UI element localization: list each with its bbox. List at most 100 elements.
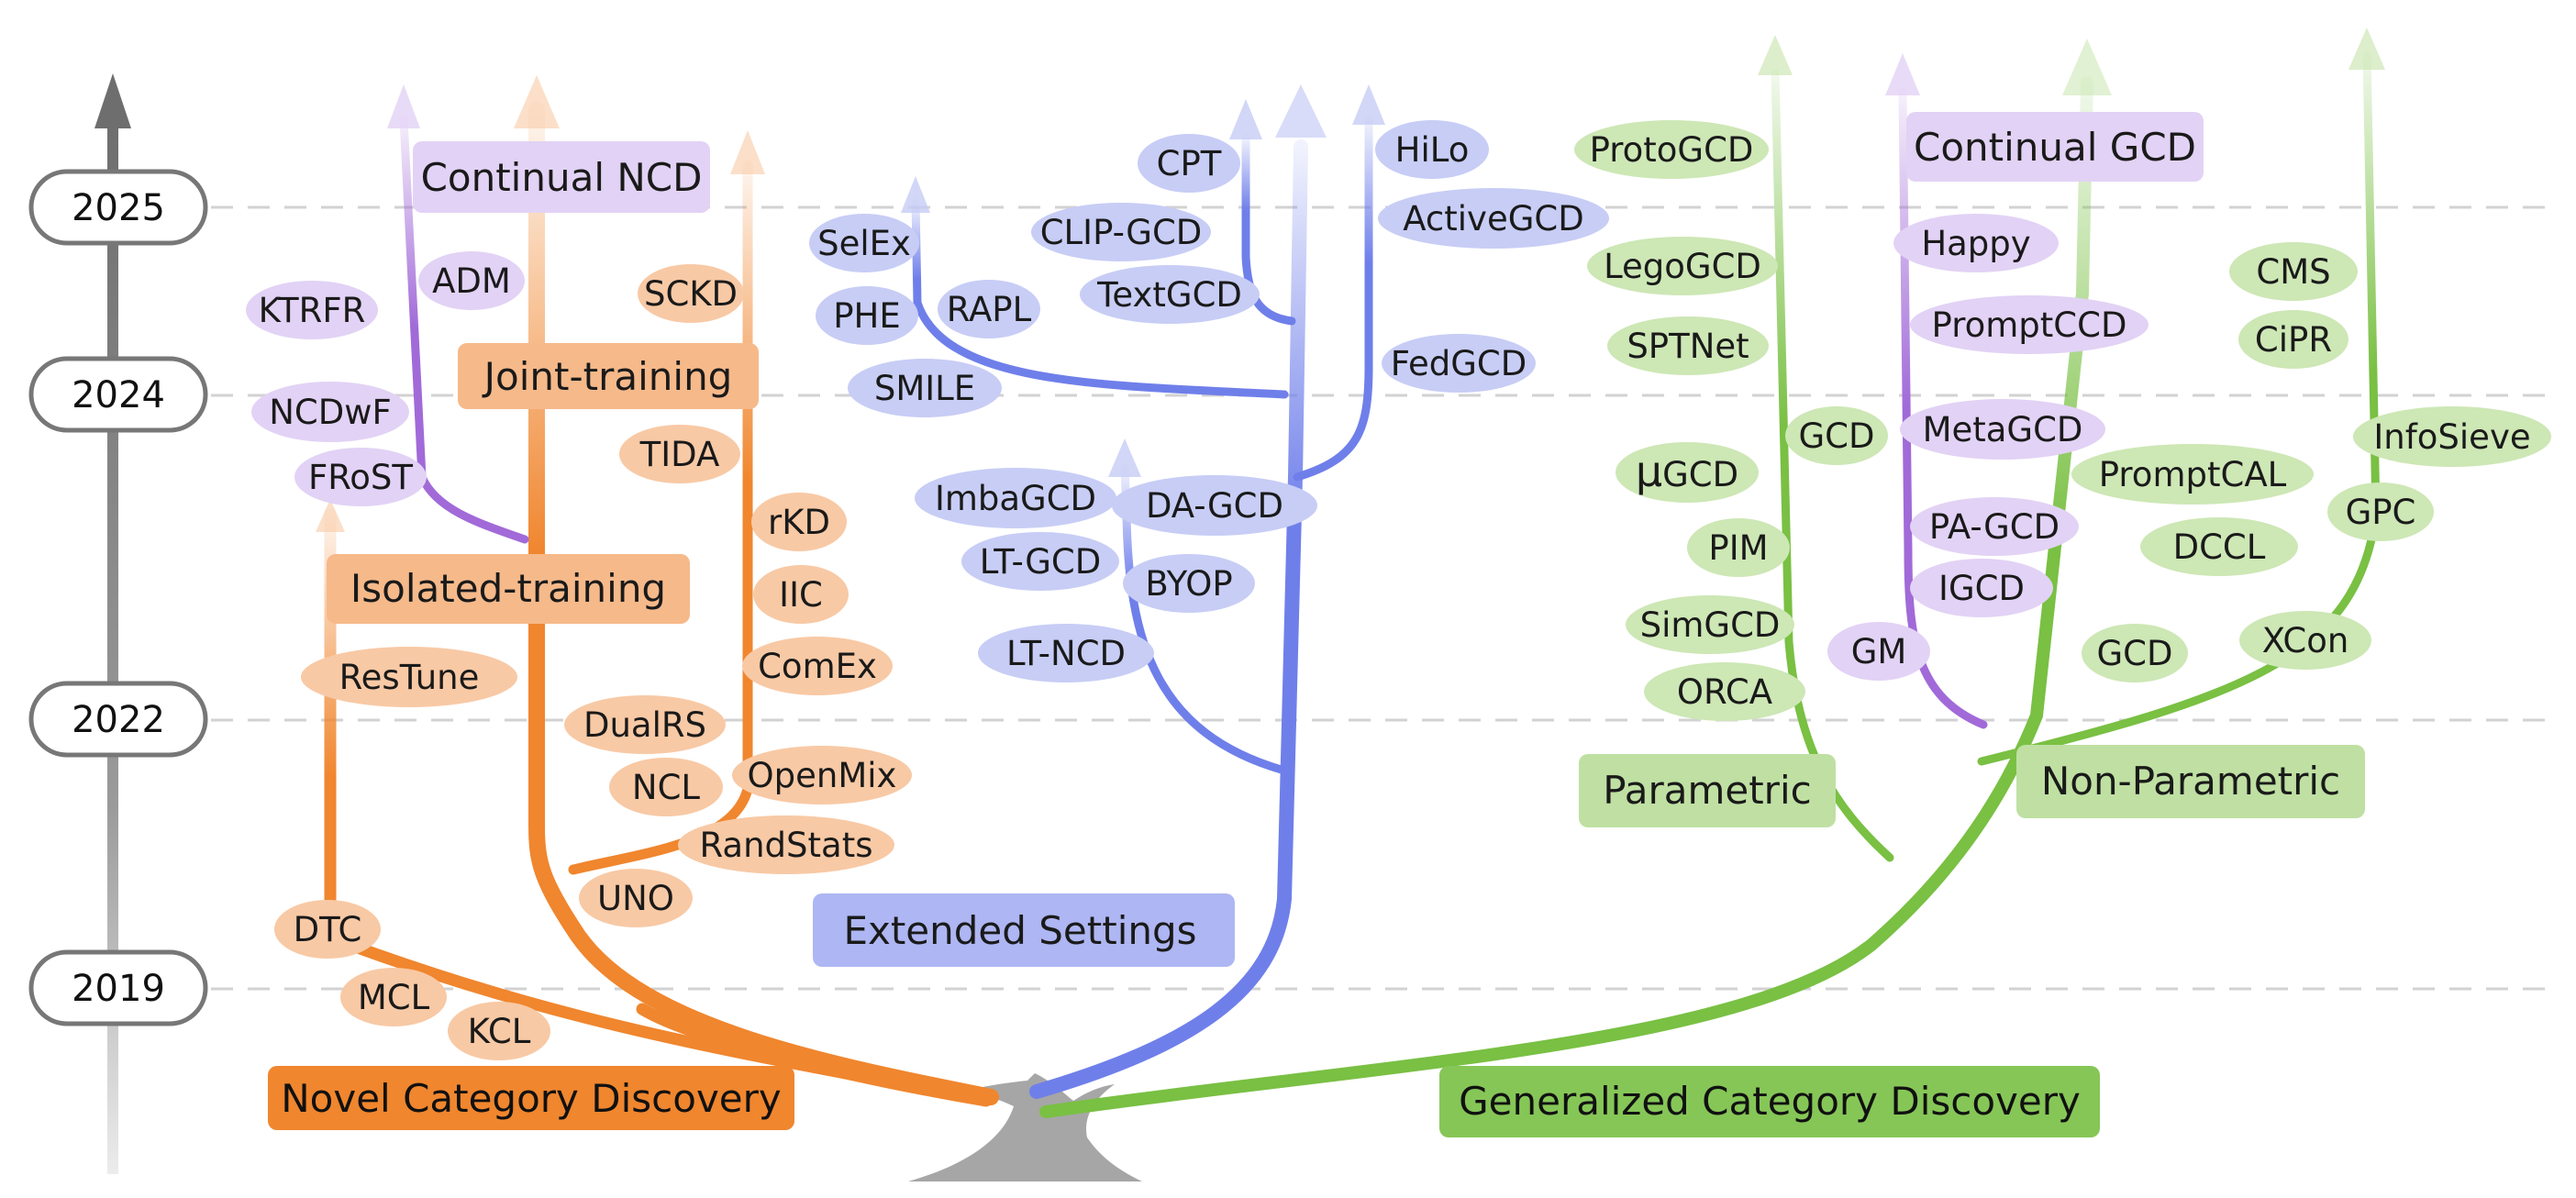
- year-badge-2024: 2024: [28, 356, 208, 433]
- non-parametric-label: Non-Parametric: [2016, 745, 2365, 818]
- arrowhead: [1108, 438, 1141, 477]
- svg-text:DualRS: DualRS: [583, 705, 706, 745]
- method-textgcd: TextGCD: [1080, 265, 1260, 324]
- svg-text:SCKD: SCKD: [644, 274, 738, 314]
- ncd-root-label: Novel Category Discovery: [268, 1066, 794, 1130]
- svg-text:ActiveGCD: ActiveGCD: [1403, 199, 1583, 238]
- method-dtc: DTC: [274, 900, 381, 959]
- svg-text:Parametric: Parametric: [1603, 768, 1811, 813]
- method-infosieve: InfoSieve: [2353, 406, 2551, 467]
- arrowhead: [730, 130, 765, 174]
- method-promptcal: PromptCAL: [2071, 444, 2314, 505]
- method-ltncd: LT-NCD: [978, 624, 1154, 682]
- parametric-label: Parametric: [1579, 754, 1836, 827]
- method-comex: ComEx: [742, 637, 893, 695]
- method-igcd: IGCD: [1910, 559, 2053, 617]
- svg-text:OpenMix: OpenMix: [748, 756, 897, 795]
- method-dualrs: DualRS: [564, 695, 726, 754]
- method-byop: BYOP: [1123, 554, 1255, 613]
- method-rapl: RAPL: [938, 280, 1040, 338]
- method-ltgcd: LT-GCD: [961, 532, 1119, 591]
- svg-text:HiLo: HiLo: [1395, 130, 1470, 170]
- svg-text:SelEx: SelEx: [817, 224, 911, 263]
- method-protogcd: ProtoGCD: [1574, 120, 1769, 179]
- method-adm: ADM: [418, 251, 525, 310]
- method-hilo: HiLo: [1375, 120, 1489, 179]
- svg-text:KCL: KCL: [468, 1012, 531, 1051]
- method-simgcd: SimGCD: [1626, 595, 1794, 654]
- method-sptnet: SPTNet: [1607, 316, 1769, 375]
- method-frost: FRoST: [294, 448, 427, 506]
- svg-text:Generalized Category Discovery: Generalized Category Discovery: [1459, 1079, 2081, 1124]
- svg-text:CiPR: CiPR: [2255, 320, 2332, 360]
- method-gpc: GPC: [2327, 483, 2434, 541]
- method-sckd: SCKD: [638, 264, 744, 323]
- svg-text:RandStats: RandStats: [700, 826, 873, 865]
- method-orca: ORCA: [1644, 662, 1805, 721]
- method-cpt: CPT: [1138, 134, 1240, 193]
- method-rkd: rKD: [751, 493, 847, 551]
- svg-text:PromptCAL: PromptCAL: [2099, 455, 2287, 494]
- svg-text:DA-GCD: DA-GCD: [1146, 486, 1283, 526]
- year-label: 2024: [72, 374, 165, 416]
- method-gcd-nonparam: GCD: [2082, 624, 2188, 682]
- svg-text:Continual GCD: Continual GCD: [1914, 125, 2196, 170]
- svg-text:CLIP-GCD: CLIP-GCD: [1040, 213, 1203, 252]
- method-restune: ResTune: [301, 647, 517, 707]
- year-label: 2022: [72, 699, 165, 741]
- svg-text:μGCD: μGCD: [1636, 447, 1738, 496]
- year-gridlines: [211, 205, 2559, 991]
- svg-text:InfoSieve: InfoSieve: [2373, 417, 2530, 457]
- method-xcon: XCon: [2239, 611, 2371, 670]
- svg-text:PHE: PHE: [833, 296, 901, 336]
- svg-text:BYOP: BYOP: [1145, 564, 1232, 604]
- svg-text:Extended Settings: Extended Settings: [843, 908, 1196, 953]
- svg-text:TIDA: TIDA: [639, 435, 720, 474]
- year-badge-2025: 2025: [28, 169, 208, 246]
- svg-text:PA-GCD: PA-GCD: [1929, 507, 2060, 547]
- method-selex: SelEx: [809, 214, 919, 272]
- svg-text:FRoST: FRoST: [308, 458, 413, 497]
- arrowhead: [387, 84, 420, 128]
- svg-text:Happy: Happy: [1921, 224, 2030, 263]
- method-dccl: DCCL: [2140, 517, 2298, 576]
- method-uno: UNO: [579, 869, 693, 927]
- method-phe: PHE: [816, 286, 918, 345]
- method-ncl: NCL: [609, 758, 723, 816]
- svg-text:NCL: NCL: [632, 768, 701, 807]
- svg-text:Non-Parametric: Non-Parametric: [2041, 759, 2340, 804]
- arrowhead: [901, 176, 930, 213]
- svg-text:DTC: DTC: [294, 910, 362, 949]
- method-openmix: OpenMix: [732, 746, 912, 804]
- axis-arrowhead: [94, 73, 131, 128]
- svg-text:PromptCCD: PromptCCD: [1932, 305, 2127, 345]
- method-mcl: MCL: [340, 968, 447, 1026]
- svg-text:GPC: GPC: [2346, 493, 2416, 532]
- year-badge-2022: 2022: [28, 681, 208, 758]
- method-gm: GM: [1827, 622, 1930, 681]
- svg-text:LT-NCD: LT-NCD: [1006, 634, 1126, 673]
- method-cms: CMS: [2229, 242, 2358, 301]
- method-pim: PIM: [1687, 518, 1790, 577]
- arrowhead: [1352, 84, 1385, 125]
- method-mugcd: μGCD: [1616, 442, 1759, 503]
- svg-text:Continual NCD: Continual NCD: [421, 155, 703, 200]
- svg-text:Novel Category Discovery: Novel Category Discovery: [281, 1076, 782, 1121]
- continual-ncd-label: Continual NCD: [413, 141, 710, 213]
- method-kcl: KCL: [448, 1002, 550, 1060]
- extended-branches: [911, 115, 1373, 1099]
- method-tida: TIDA: [619, 425, 740, 483]
- method-pagcd: PA-GCD: [1910, 497, 2079, 556]
- svg-text:SimGCD: SimGCD: [1640, 605, 1781, 645]
- svg-text:SPTNet: SPTNet: [1627, 327, 1749, 366]
- svg-text:IIC: IIC: [779, 575, 823, 615]
- svg-text:Joint-training: Joint-training: [482, 354, 733, 399]
- svg-text:TextGCD: TextGCD: [1096, 275, 1242, 315]
- method-smile: SMILE: [848, 359, 1002, 417]
- gcd-root-label: Generalized Category Discovery: [1439, 1066, 2100, 1137]
- method-activegcd: ActiveGCD: [1378, 188, 1609, 249]
- svg-text:ComEx: ComEx: [758, 647, 877, 686]
- year-label: 2019: [72, 968, 165, 1010]
- year-badge-2019: 2019: [28, 949, 208, 1026]
